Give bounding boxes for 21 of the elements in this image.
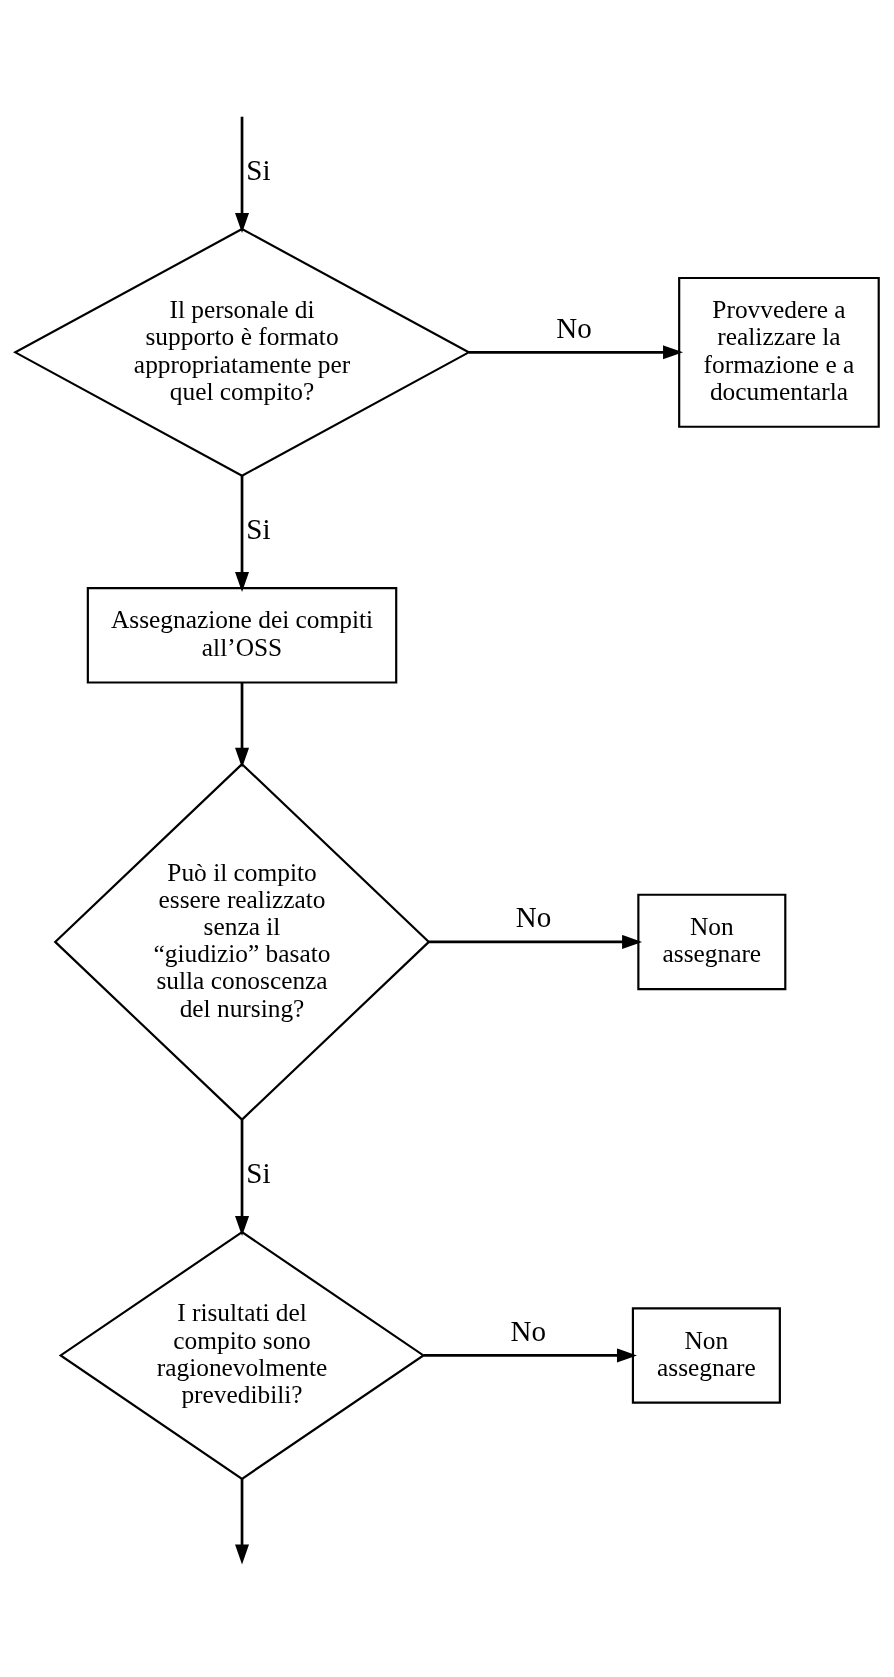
node-diamond: Il personale di supporto è formato appropriatamente per quel compito? [13, 227, 472, 477]
arrow [429, 934, 643, 949]
node-box: Non assegnare [637, 893, 787, 991]
edge-label: Si [246, 153, 271, 186]
node-diamond: I risultati del compito sono ragionevolmente prevedibili? [58, 1230, 426, 1481]
node-box: Non assegnare [631, 1307, 781, 1404]
arrow [468, 345, 684, 360]
arrow [235, 116, 250, 233]
arrow [235, 475, 250, 592]
edge-label: No [556, 311, 592, 344]
arrow [235, 1119, 250, 1237]
arrow [235, 1479, 250, 1565]
arrow [423, 1348, 637, 1363]
edge-label: Si [246, 1156, 271, 1189]
node-box: Assegnazione dei compiti all’OSS [86, 587, 398, 684]
node-diamond: Può il compito essere realizzato senza il “giudizio” basato sulla conoscenza del nursing? [53, 762, 431, 1122]
arrow [235, 682, 250, 768]
node-box: Provvedere a realizzare la formazione e a documentarla [678, 276, 880, 428]
edge-label: No [510, 1314, 546, 1347]
edge-label: No [515, 901, 552, 934]
edge-label: Si [246, 512, 271, 545]
